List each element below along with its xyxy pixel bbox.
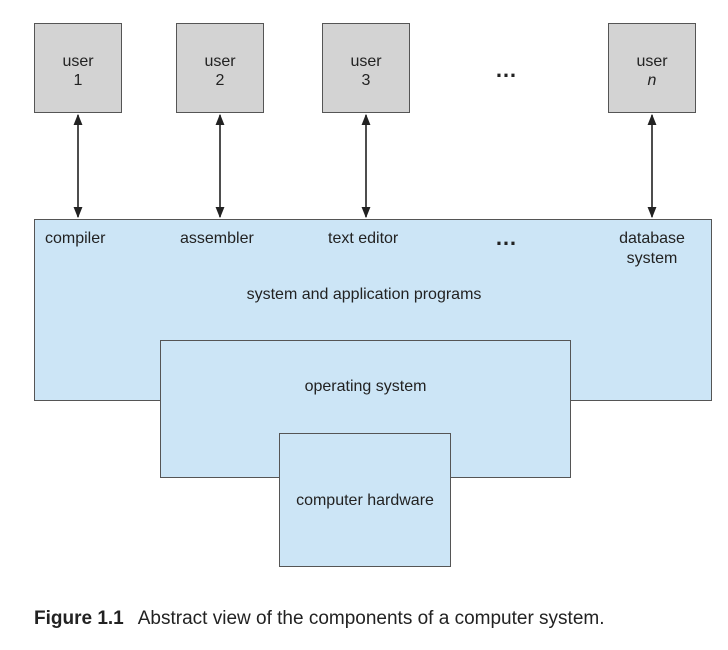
caption-text: Abstract view of the components of a com… [137,608,605,629]
user-number: n [647,72,657,89]
user-number: 2 [215,72,225,89]
figure-caption: Figure 1.1 Abstract view of the component… [34,607,605,631]
user-n-box: user n [608,23,696,113]
user-2-box: user 2 [176,23,264,113]
programs-ellipsis: … [495,225,520,250]
user-number: 3 [361,72,371,89]
text-editor-label: text editor [328,230,399,247]
operating-system-label: operating system [304,378,427,395]
user-1-box: user 1 [34,23,122,113]
user-label: user [636,53,668,70]
database-system-label: database system [608,229,696,269]
user-label: user [350,53,382,70]
database-label-line2: system [626,250,678,267]
assembler-label: assembler [180,230,254,247]
compiler-label: compiler [45,230,106,247]
computer-hardware-layer [279,433,451,567]
figure-number: Figure 1.1 [34,608,124,629]
database-label-line1: database [619,230,685,247]
user-3-box: user 3 [322,23,410,113]
user-number: 1 [73,72,83,89]
user-label: user [204,53,236,70]
computer-hardware-label: computer hardware [296,492,434,509]
user-label: user [62,53,94,70]
users-ellipsis: … [495,57,520,82]
programs-layer-label: system and application programs [246,286,482,303]
